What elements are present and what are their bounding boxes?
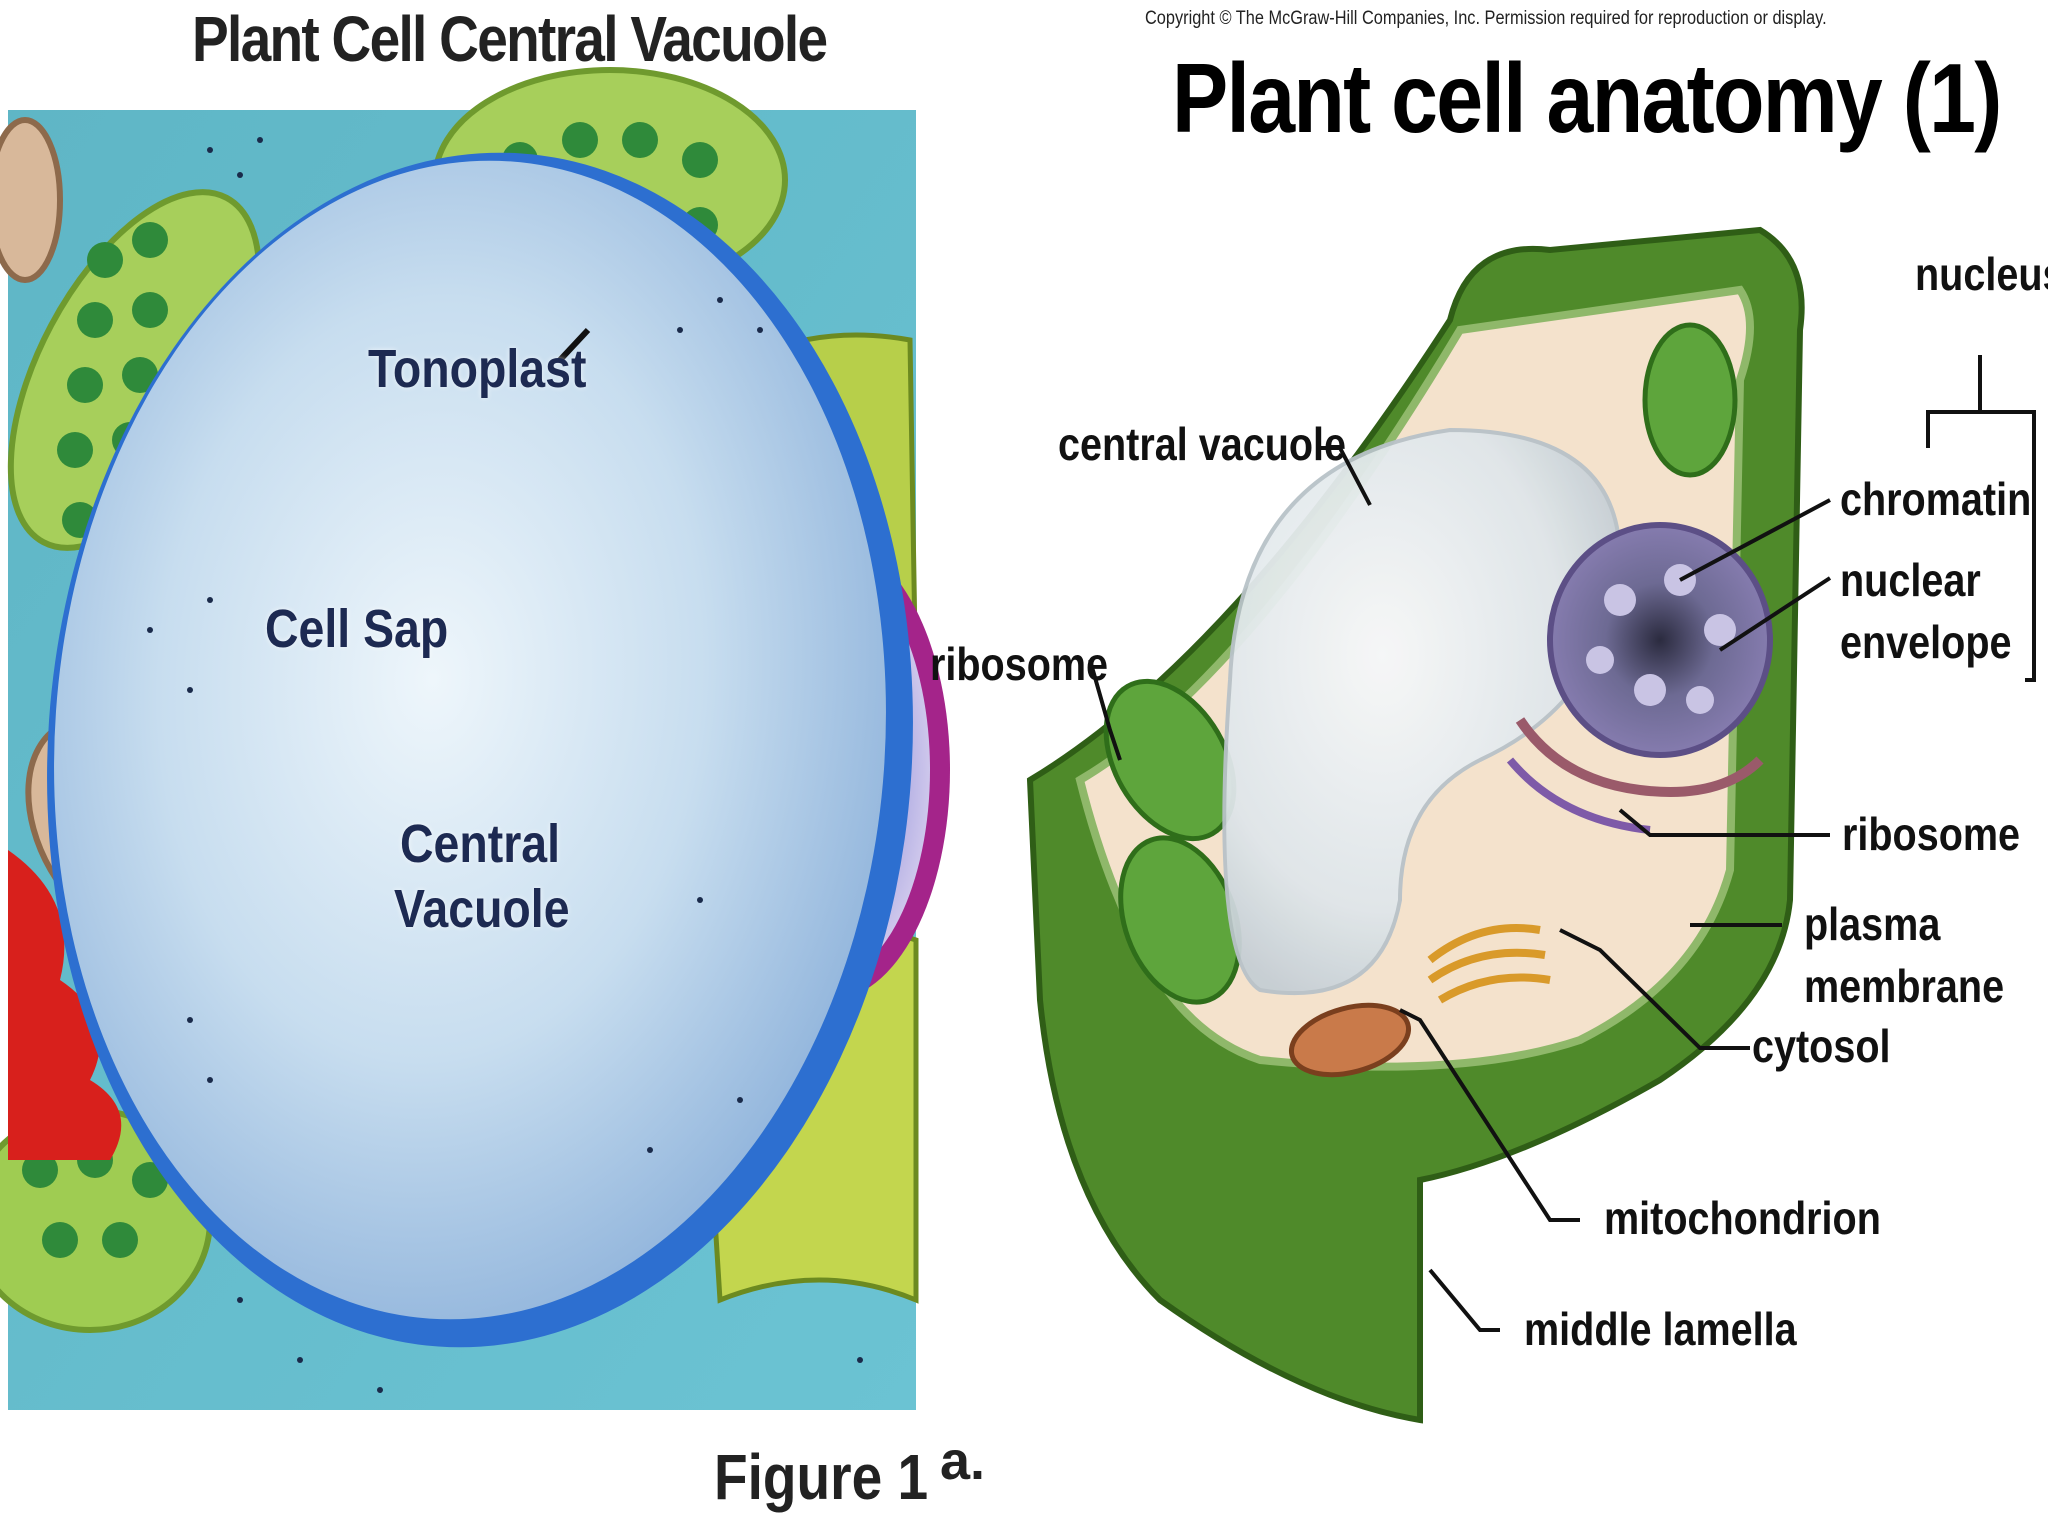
label-mitochondrion: mitochondrion: [1604, 1192, 1881, 1244]
right-cell-illustration: [1026, 226, 2036, 1424]
panel-letter: a.: [940, 1431, 986, 1491]
label-nuclear-envelope-line2: envelope: [1840, 616, 2012, 668]
chloroplast-right-3: [1642, 322, 1738, 478]
rough-er: [1515, 717, 1764, 797]
central-vacuole-right: [1222, 427, 1623, 996]
label-central-vacuole: central vacuole: [1058, 418, 1347, 470]
label-central-vacuole-line2: Vacuole: [394, 879, 570, 939]
figure-caption: Figure 1: [714, 1441, 929, 1513]
ribosome-dots: [147, 137, 863, 1393]
label-tonoplast: Tonoplast: [368, 339, 587, 399]
left-panel-title: Plant Cell Central Vacuole: [192, 3, 828, 75]
left-cell-illustration: [0, 67, 950, 1410]
golgi-red: [8, 850, 122, 1160]
copyright-notice: Copyright © The McGraw-Hill Companies, I…: [1145, 8, 1827, 29]
label-nuclear-envelope-line1: nuclear: [1840, 554, 1981, 606]
label-plasma-membrane-line2: membrane: [1804, 960, 2005, 1012]
label-middle-lamella: middle lamella: [1524, 1303, 1797, 1355]
chloroplast-right-1: [1103, 678, 1237, 842]
label-plasma-membrane-line1: plasma: [1804, 898, 1941, 950]
label-ribosome-right: ribosome: [1842, 808, 2021, 860]
golgi-right: [1427, 924, 1551, 1004]
label-central-vacuole-line1: Central: [400, 814, 561, 874]
tonoplast-leader-line: [557, 327, 591, 363]
label-ribosome-left: ribosome: [930, 638, 1109, 690]
label-nucleus: nucleus: [1915, 248, 2048, 300]
mitochondrion-top-left: [0, 117, 63, 283]
label-cell-sap: Cell Sap: [265, 599, 449, 659]
mitochondrion-right: [1288, 1002, 1412, 1078]
nucleus-right-panel: [1547, 522, 1773, 758]
right-panel-title: Plant cell anatomy (1): [1172, 43, 2002, 153]
central-vacuole: [47, 152, 913, 1348]
label-chromatin: chromatin: [1840, 473, 2032, 525]
leader-lines: [1088, 355, 2036, 1332]
label-cytosol: cytosol: [1752, 1020, 1891, 1072]
